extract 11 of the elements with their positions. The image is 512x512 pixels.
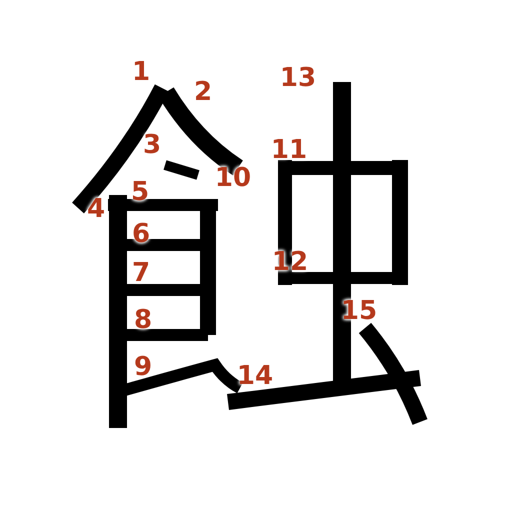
stroke-number: 8 xyxy=(134,307,152,333)
stroke-number: 2 xyxy=(194,79,212,105)
stroke-number: 3 xyxy=(142,132,162,158)
stroke-number: 11 xyxy=(270,137,308,163)
stroke-number: 14 xyxy=(236,363,274,389)
stroke-number: 4 xyxy=(86,196,106,222)
stroke-number: 10 xyxy=(214,165,252,191)
stroke-number: 9 xyxy=(134,354,152,380)
stroke-number: 13 xyxy=(280,65,316,91)
stroke-number: 7 xyxy=(132,260,150,286)
stroke-number: 1 xyxy=(132,59,150,85)
